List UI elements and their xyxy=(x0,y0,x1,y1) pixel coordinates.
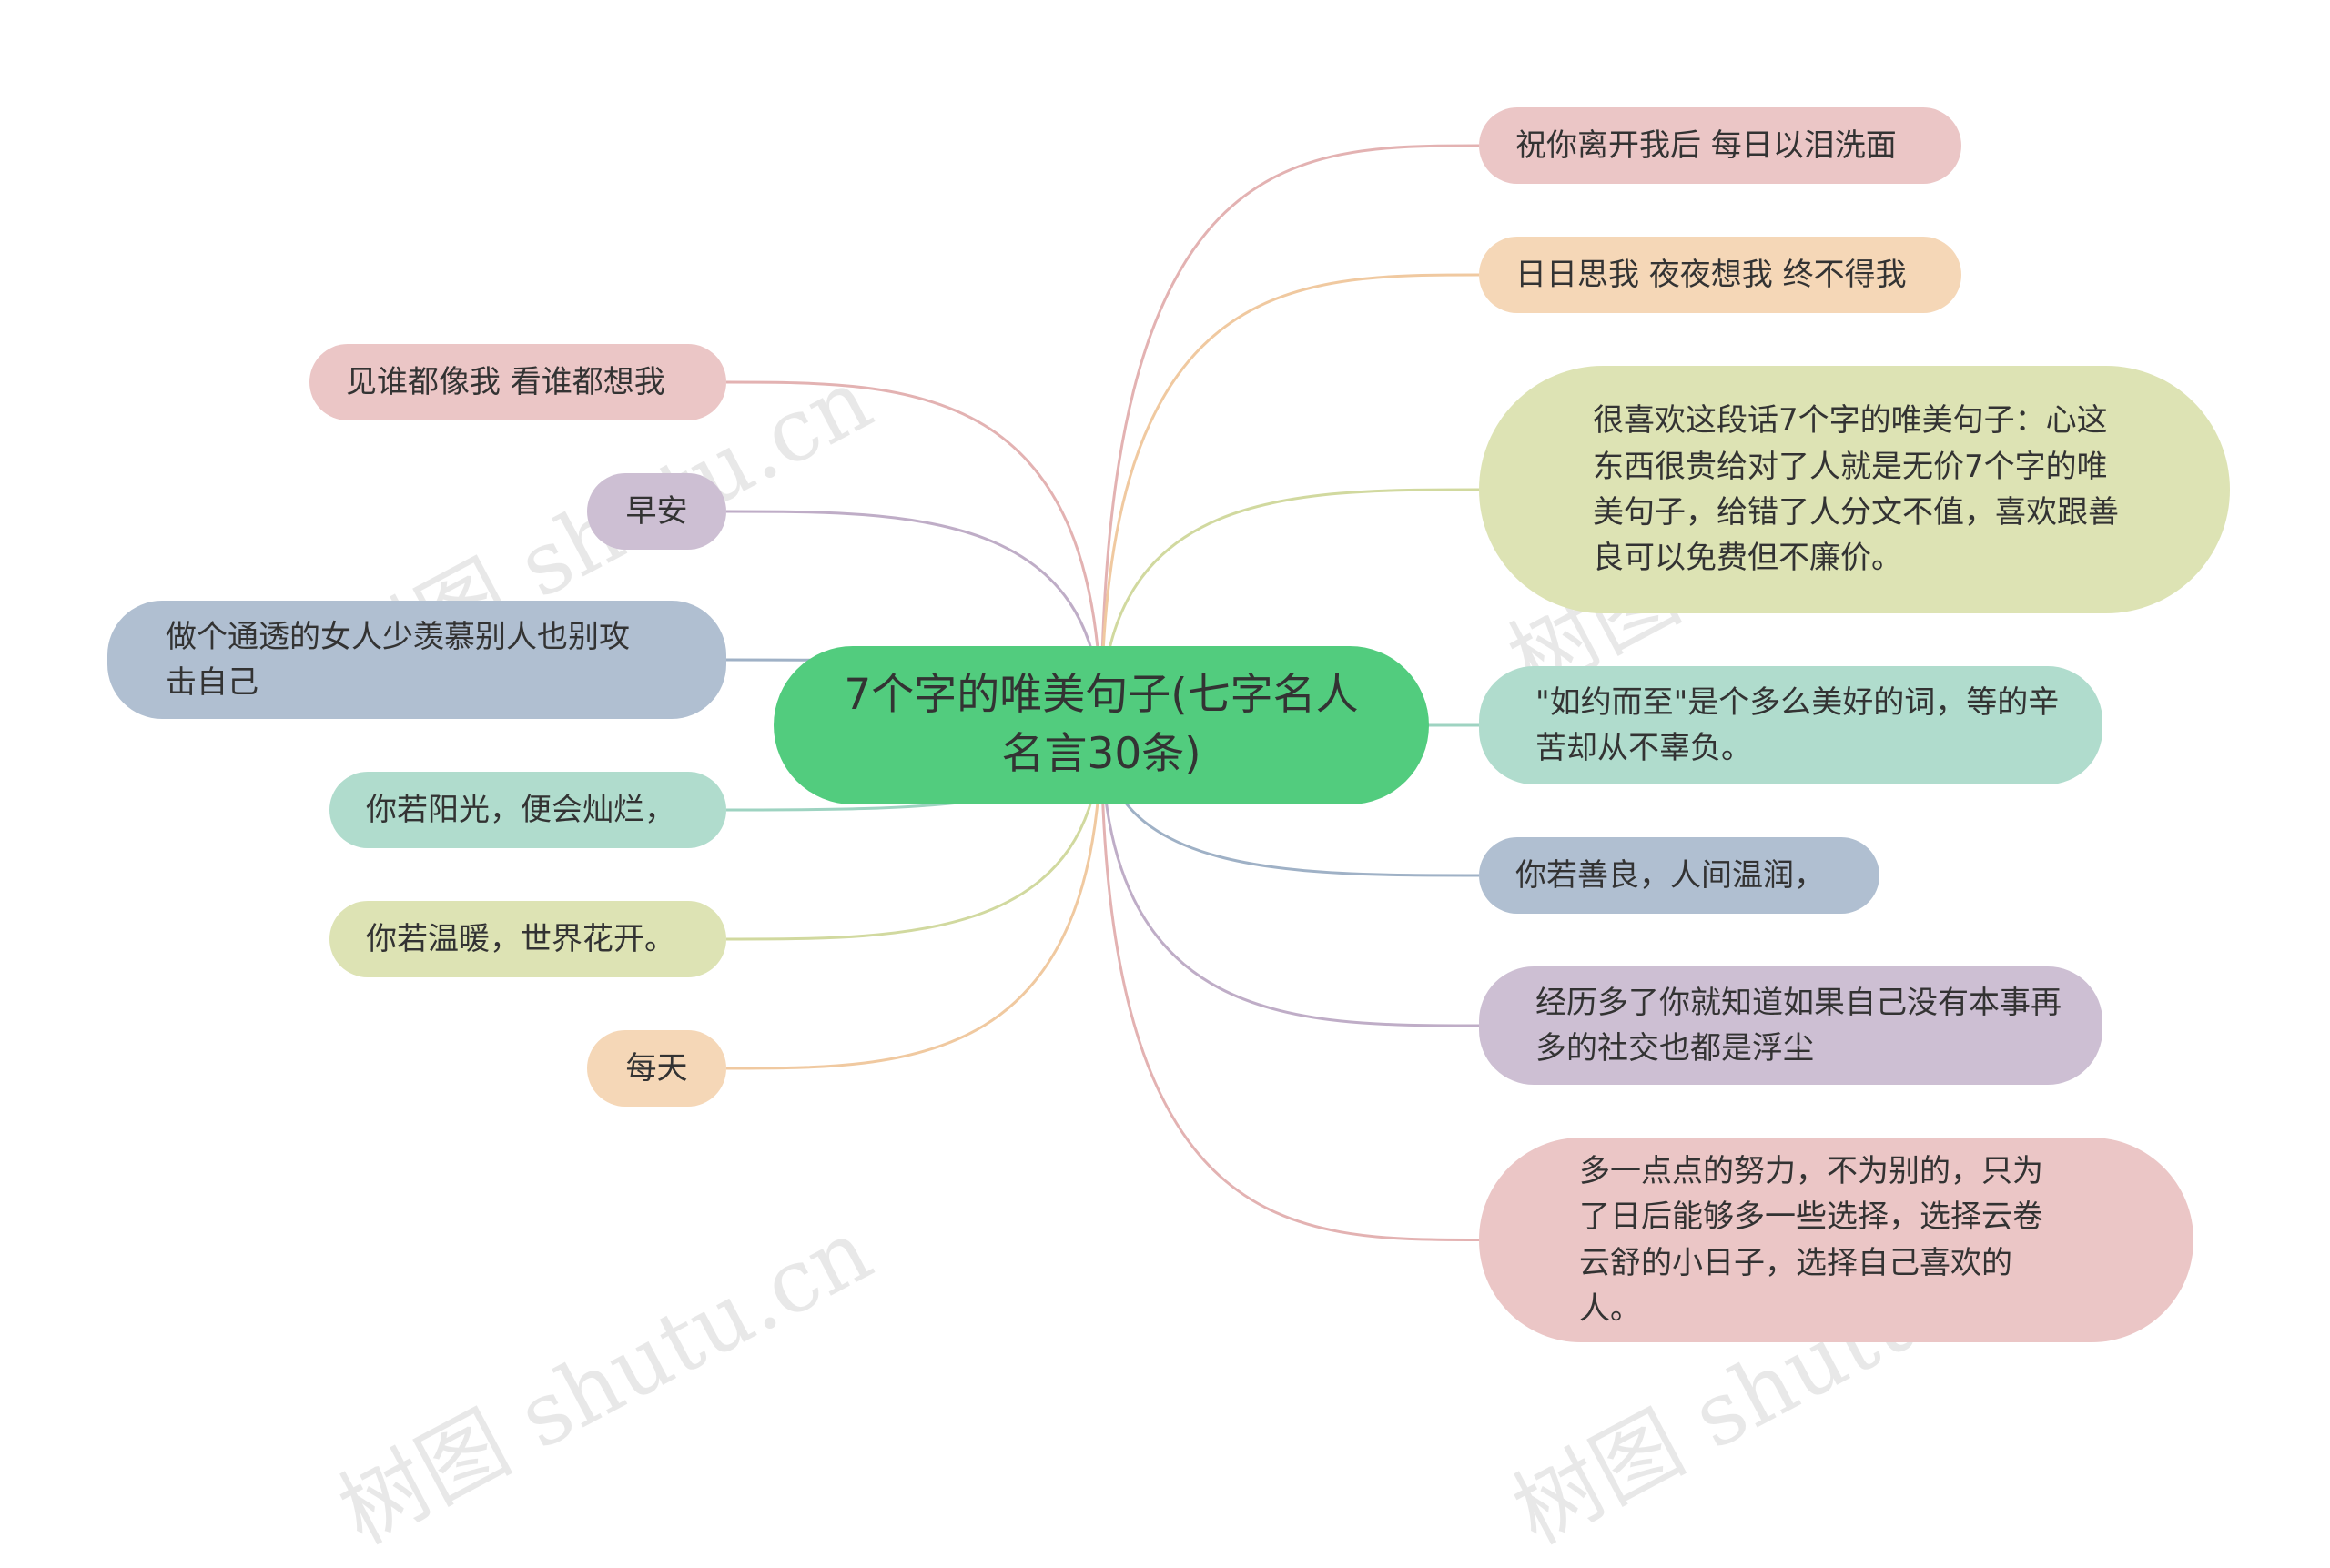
connector-line xyxy=(1099,273,1480,726)
topic-node[interactable]: 很喜欢这段话7个字的唯美句子：心这东西很贵给对了人就是无价7个字的唯美句子，给错… xyxy=(1479,366,2230,613)
topic-label: 早安 xyxy=(625,492,688,530)
mindmap-canvas: 树图 shutu.cn 树图 shutu.cn 树图 shutu.cn 树图 s… xyxy=(107,107,2230,1563)
topic-node[interactable]: 日日思我 夜夜想我 终不得我 xyxy=(1479,237,1961,313)
topic-label: 祝你离开我后 每日以泪洗面 xyxy=(1515,126,1897,164)
topic-node[interactable]: 早安 xyxy=(587,473,726,550)
topic-label: 你若温暖，世界花开。 xyxy=(366,920,675,957)
connector-line xyxy=(1099,724,1480,1027)
topic-label: 经历多了你就知道如果自己没有本事再多的社交也都是浮尘 xyxy=(1535,984,2062,1067)
topic-node[interactable]: 你若阳光，便会灿烂， xyxy=(329,772,726,848)
topic-label: 你若善良，人间温润， xyxy=(1515,856,1825,894)
topic-label: 见谁都像我 看谁都想我 xyxy=(346,363,665,400)
topic-node[interactable]: 你若温暖，世界花开。 xyxy=(329,901,726,977)
central-topic[interactable]: 7个字的唯美句子(七字名人名言30条) xyxy=(774,646,1429,804)
topic-label: 每天 xyxy=(625,1049,688,1087)
topic-node[interactable]: 见谁都像我 看谁都想我 xyxy=(309,344,726,420)
topic-node[interactable]: 多一点点的努力，不为别的，只为了日后能够多一些选择，选择云卷云舒的小日子，选择自… xyxy=(1479,1138,2193,1342)
topic-node[interactable]: 做个通透的女人少羡慕别人也别攻击自己 xyxy=(107,601,726,719)
topic-label: "如约而至"是个多么美好的词，等的辛苦却从不辜负。 xyxy=(1535,683,2060,766)
topic-label: 你若阳光，便会灿烂， xyxy=(366,791,675,828)
topic-node[interactable]: 你若善良，人间温润， xyxy=(1479,837,1879,914)
topic-node[interactable]: 祝你离开我后 每日以泪洗面 xyxy=(1479,107,1961,184)
connector-line xyxy=(1099,488,1480,726)
topic-node[interactable]: 每天 xyxy=(587,1030,726,1107)
topic-node[interactable]: 经历多了你就知道如果自己没有本事再多的社交也都是浮尘 xyxy=(1479,966,2102,1085)
topic-label: 日日思我 夜夜想我 终不得我 xyxy=(1515,256,1907,293)
connector-line xyxy=(1099,144,1480,726)
topic-label: 做个通透的女人少羡慕别人也别攻击自己 xyxy=(166,618,630,701)
topic-label: 很喜欢这段话7个字的唯美句子：心这东西很贵给对了人就是无价7个字的唯美句子，给错… xyxy=(1593,402,2119,577)
topic-label: 多一点点的努力，不为别的，只为了日后能够多一些选择，选择云卷云舒的小日子，选择自… xyxy=(1579,1152,2043,1327)
topic-node[interactable]: "如约而至"是个多么美好的词，等的辛苦却从不辜负。 xyxy=(1479,666,2102,784)
connector-line xyxy=(1099,724,1480,1241)
central-topic-label: 7个字的唯美句子(七字名人名言30条) xyxy=(844,670,1359,779)
connector-line xyxy=(725,724,1103,1070)
connector-line xyxy=(725,380,1103,726)
